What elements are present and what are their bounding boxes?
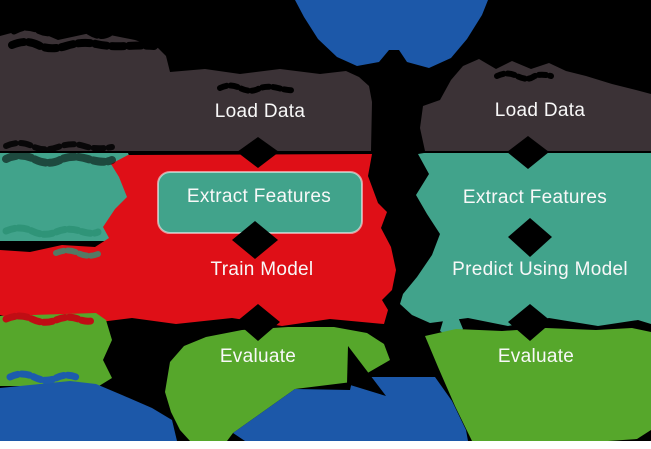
arrow-diamond-test-3	[508, 304, 552, 341]
step-label-test-load: Load Data	[494, 100, 586, 121]
illegible-legend-remnant-red-mid	[53, 247, 101, 259]
evaluate-test-region	[425, 328, 651, 441]
data-blob-bottom-center	[233, 377, 468, 441]
arrow-diamond-training-2	[232, 221, 278, 259]
illegible-legend-remnant-green-bottom	[6, 370, 80, 384]
illegible-legend-remnant-teal	[2, 151, 116, 167]
arrow-diamond-test-2	[508, 218, 552, 257]
data-blob-top	[295, 0, 488, 68]
load-data-test-region	[420, 59, 651, 151]
data-blob-bottom-left	[0, 381, 177, 441]
green-legend-band	[0, 313, 112, 386]
illegible-title-remnant-line2	[8, 38, 158, 53]
illegible-legend-remnant-green-top	[2, 312, 98, 326]
teal-legend-band	[0, 153, 135, 241]
load-data-training-region	[0, 28, 372, 151]
step-label-training-model: Train Model	[210, 259, 314, 280]
step-label-training-evaluate: Evaluate	[219, 346, 297, 367]
step-label-training-extract: Extract Features	[186, 186, 332, 207]
illegible-title-remnant-line1	[10, 22, 140, 39]
arrow-gap-wedge	[347, 346, 386, 396]
step-label-test-evaluate: Evaluate	[497, 346, 575, 367]
step-label-test-extract: Extract Features	[462, 187, 608, 208]
arrow-diamond-training-3	[236, 304, 280, 341]
illegible-legend-remnant-red-top	[2, 224, 102, 238]
arrow-diamond-training-1	[237, 137, 279, 168]
illegible-legend-remnant-gray-teal	[3, 140, 115, 153]
step-label-training-load: Load Data	[214, 101, 306, 122]
illegible-header-remnant-training	[217, 82, 297, 94]
illegible-header-remnant-test	[494, 70, 554, 82]
evaluate-training-region	[165, 327, 390, 441]
arrow-diamond-test-1	[507, 136, 549, 169]
step-label-test-model: Predict Using Model	[452, 259, 628, 280]
